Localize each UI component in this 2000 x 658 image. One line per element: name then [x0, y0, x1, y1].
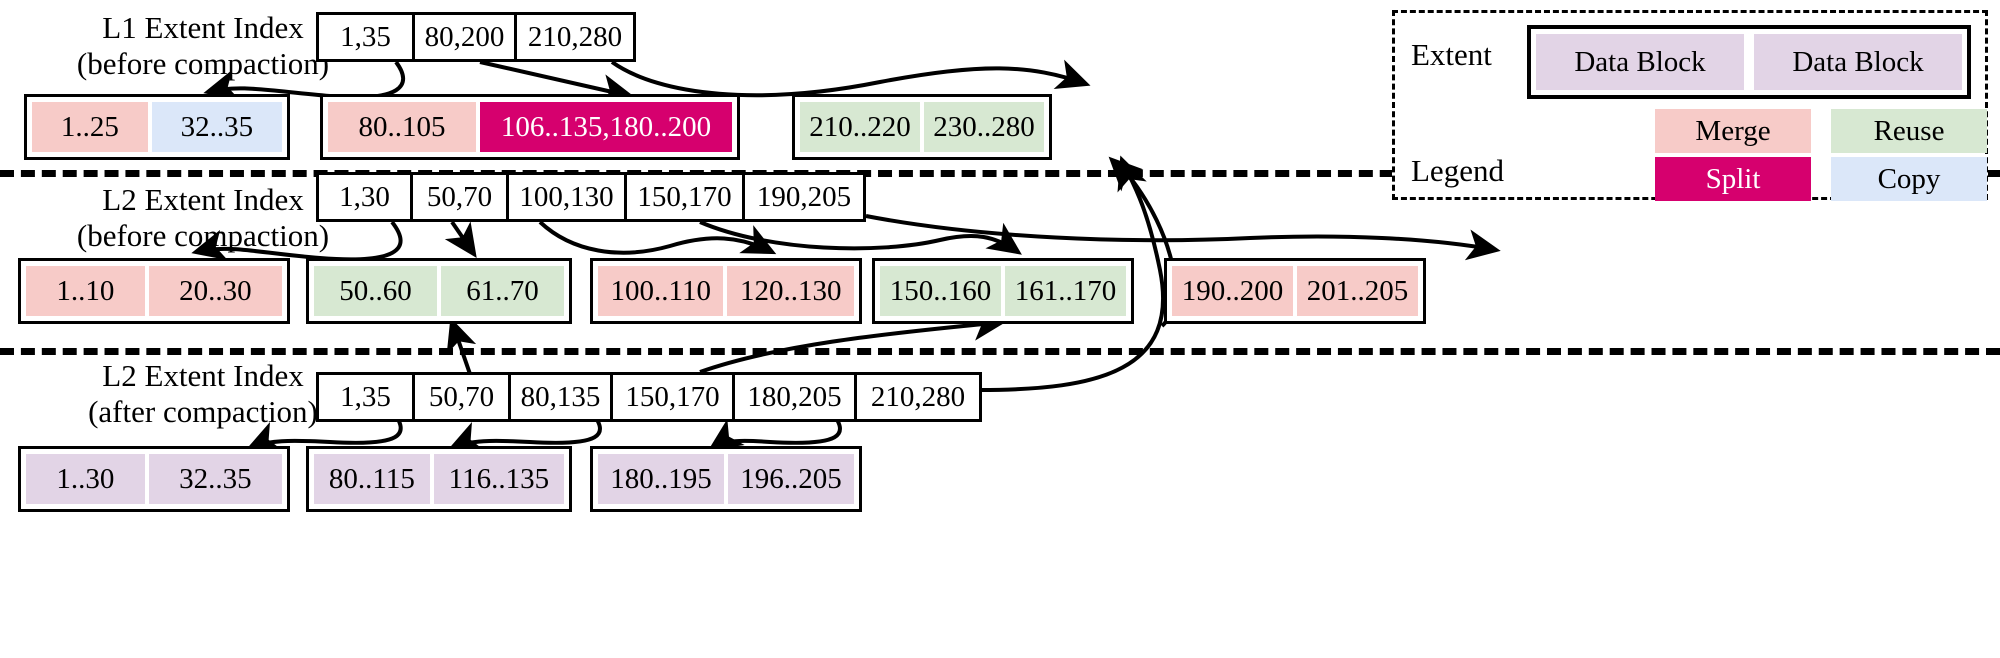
index-key-cell[interactable]: 80,135: [511, 375, 613, 419]
data-block[interactable]: 1..25: [32, 102, 148, 152]
extent-box[interactable]: 1..10 20..30: [18, 258, 290, 324]
caption-l1-line2: (before compaction): [76, 45, 330, 81]
arrow-l1-k3: [610, 59, 1091, 98]
extent-box[interactable]: 1..25 32..35: [24, 94, 290, 160]
data-block[interactable]: 150..160: [880, 266, 1001, 316]
caption-l1-line1: L1 Extent Index: [102, 10, 304, 45]
caption-l2-before-line1: L2 Extent Index: [102, 182, 304, 217]
extent-box[interactable]: 100..110 120..130: [590, 258, 862, 324]
data-block[interactable]: 116..135: [433, 454, 564, 504]
legend-title-label: Legend: [1411, 153, 1504, 188]
extent-box[interactable]: 210..220 230..280: [792, 94, 1052, 160]
data-block[interactable]: 100..110: [598, 266, 724, 316]
data-block: Data Block: [1754, 34, 1962, 90]
legend-extent-box: Data Block Data Block: [1527, 25, 1971, 99]
arrow-l1-k2: [479, 60, 635, 105]
caption-l2-before-line2: (before compaction): [76, 217, 330, 253]
index-key-cell[interactable]: 1,35: [319, 15, 415, 59]
caption-l2-after-line1: L2 Extent Index: [102, 358, 304, 393]
legend-swatch-copy: Copy: [1831, 157, 1987, 201]
extent-box[interactable]: 80..115 116..135: [306, 446, 572, 512]
index-key-cell[interactable]: 80,200: [415, 15, 517, 59]
caption-l2-before: L2 Extent Index (before compaction): [38, 182, 368, 253]
data-block[interactable]: 80..105: [328, 102, 476, 152]
data-block[interactable]: 180..195: [598, 454, 724, 504]
arrow-l2b-k2: [444, 220, 477, 258]
index-node-l2-before[interactable]: 1,30 50,70 100,130 150,170 190,205: [316, 172, 866, 222]
index-key-cell[interactable]: 210,280: [527, 20, 623, 53]
caption-l2-after: L2 Extent Index (after compaction): [38, 358, 368, 429]
data-block[interactable]: 106..135,180..200: [480, 102, 732, 152]
data-block: Data Block: [1536, 34, 1744, 90]
data-block[interactable]: 1..30: [26, 454, 145, 504]
data-block[interactable]: 201..205: [1297, 266, 1418, 316]
data-block[interactable]: 61..70: [441, 266, 564, 316]
extent-box[interactable]: 1..30 32..35: [18, 446, 290, 512]
index-key-cell[interactable]: 1,35: [319, 375, 415, 419]
data-block[interactable]: 50..60: [314, 266, 437, 316]
index-key-cell[interactable]: 100,130: [509, 175, 627, 219]
legend-swatch-split: Split: [1655, 157, 1811, 201]
index-key-cell[interactable]: 150,170: [613, 375, 735, 419]
index-key-cell[interactable]: 180,205: [735, 375, 857, 419]
extent-box[interactable]: 80..105 106..135,180..200: [320, 94, 740, 160]
legend-extent-label: Extent: [1411, 37, 1492, 72]
arrow-l2a-k4-up-reuse: [699, 309, 1007, 374]
data-block[interactable]: 32..35: [148, 454, 282, 504]
data-block[interactable]: 190..200: [1172, 266, 1293, 316]
index-node-l1-before[interactable]: 1,35 80,200 210,280: [316, 12, 636, 62]
index-key-cell[interactable]: 210,280: [870, 380, 966, 413]
index-node-l2-after[interactable]: 1,35 50,70 80,135 150,170 180,205 210,28…: [316, 372, 982, 422]
arrow-l2b-k3: [538, 220, 777, 255]
index-key-cell[interactable]: 150,170: [627, 175, 745, 219]
data-block[interactable]: 80..115: [314, 454, 430, 504]
index-key-cell[interactable]: 50,70: [415, 375, 511, 419]
extent-box[interactable]: 190..200 201..205: [1164, 258, 1426, 324]
index-key-cell[interactable]: 50,70: [413, 175, 509, 219]
extent-box[interactable]: 180..195 196..205: [590, 446, 862, 512]
data-block[interactable]: 161..170: [1005, 266, 1126, 316]
arrow-l2b-k5: [865, 214, 1501, 261]
extent-box[interactable]: 150..160 161..170: [872, 258, 1134, 324]
data-block[interactable]: 120..130: [727, 266, 854, 316]
legend-swatch-merge: Merge: [1655, 109, 1811, 153]
caption-l1-before: L1 Extent Index (before compaction): [38, 10, 368, 81]
data-block[interactable]: 210..220: [800, 102, 920, 152]
caption-l2-after-line2: (after compaction): [88, 393, 318, 429]
extent-box[interactable]: 50..60 61..70: [306, 258, 572, 324]
data-block[interactable]: 20..30: [148, 266, 282, 316]
arrow-l2b-k4: [699, 220, 1022, 255]
data-block[interactable]: 196..205: [728, 454, 854, 504]
data-block[interactable]: 230..280: [924, 102, 1044, 152]
level-divider-1: [0, 170, 2000, 177]
legend-swatch-reuse: Reuse: [1831, 109, 1987, 153]
data-block[interactable]: 32..35: [151, 102, 282, 152]
level-divider-2: [0, 348, 2000, 355]
index-key-cell[interactable]: 190,205: [756, 180, 852, 213]
index-key-cell[interactable]: 1,30: [319, 175, 413, 219]
legend-panel: Extent Data Block Data Block Legend Merg…: [1392, 10, 1988, 201]
data-block[interactable]: 1..10: [26, 266, 145, 316]
